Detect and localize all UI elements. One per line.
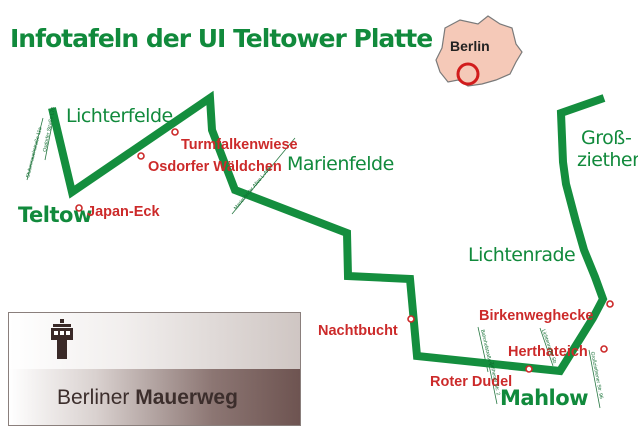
road-line <box>231 137 296 215</box>
site-markers <box>75 128 614 373</box>
place-mahlow: Mahlow <box>500 386 588 410</box>
site-marker-icon <box>525 365 533 373</box>
road-label: Großziethener Str. 96 <box>589 351 604 399</box>
site-birkenweghecke: Birkenweghecke <box>479 308 593 324</box>
site-marker-icon <box>600 345 608 353</box>
site-marker-icon <box>137 152 145 160</box>
road-line <box>588 349 601 409</box>
site-marker-icon <box>606 300 614 308</box>
site-herthateich: Herthateich <box>508 344 588 360</box>
watchtower-icon <box>51 319 73 359</box>
road-line <box>26 117 44 181</box>
berlin-inset: Berlin <box>435 15 523 87</box>
place-lichterfelde: Lichterfelde <box>66 105 173 127</box>
berliner-mauerweg-logo: Berliner Mauerweg <box>8 312 301 426</box>
logo-word-bold: Mauerweg <box>135 386 238 409</box>
berlin-outline <box>435 15 523 87</box>
place-gross: Groß- <box>581 127 631 149</box>
site-osdorfer-waeldchen: Osdorfer Wäldchen <box>148 159 282 175</box>
site-roter-dudel: Roter Dudel <box>430 374 512 390</box>
logo-word-regular: Berliner <box>57 386 130 409</box>
place-lichtenrade: Lichtenrade <box>468 244 575 266</box>
place-teltow: Teltow <box>18 203 92 227</box>
site-marker-icon <box>75 204 83 212</box>
place-marienfelde: Marienfelde <box>287 153 394 175</box>
site-marker-icon <box>171 128 179 136</box>
site-turmfalkenwiese: Turmfalkenwiese <box>181 137 298 153</box>
road-line <box>539 327 554 367</box>
berlin-label: Berlin <box>450 38 490 54</box>
road-line <box>44 119 54 161</box>
place-ziethen: ziethen <box>577 149 638 171</box>
site-nachtbucht: Nachtbucht <box>318 323 398 339</box>
logo-wordmark: Berliner Mauerweg <box>57 386 238 410</box>
site-marker-icon <box>407 315 415 323</box>
road-label: Stubenrauchstraße 11a <box>25 126 43 178</box>
logo-bottom-band <box>9 369 300 425</box>
site-japan-eck: Japan-Eck <box>87 204 160 220</box>
mauerweg-route <box>48 90 608 376</box>
area-marker-icon <box>456 62 480 86</box>
map-title: Infotafeln der UI Teltower Platte <box>10 24 432 53</box>
